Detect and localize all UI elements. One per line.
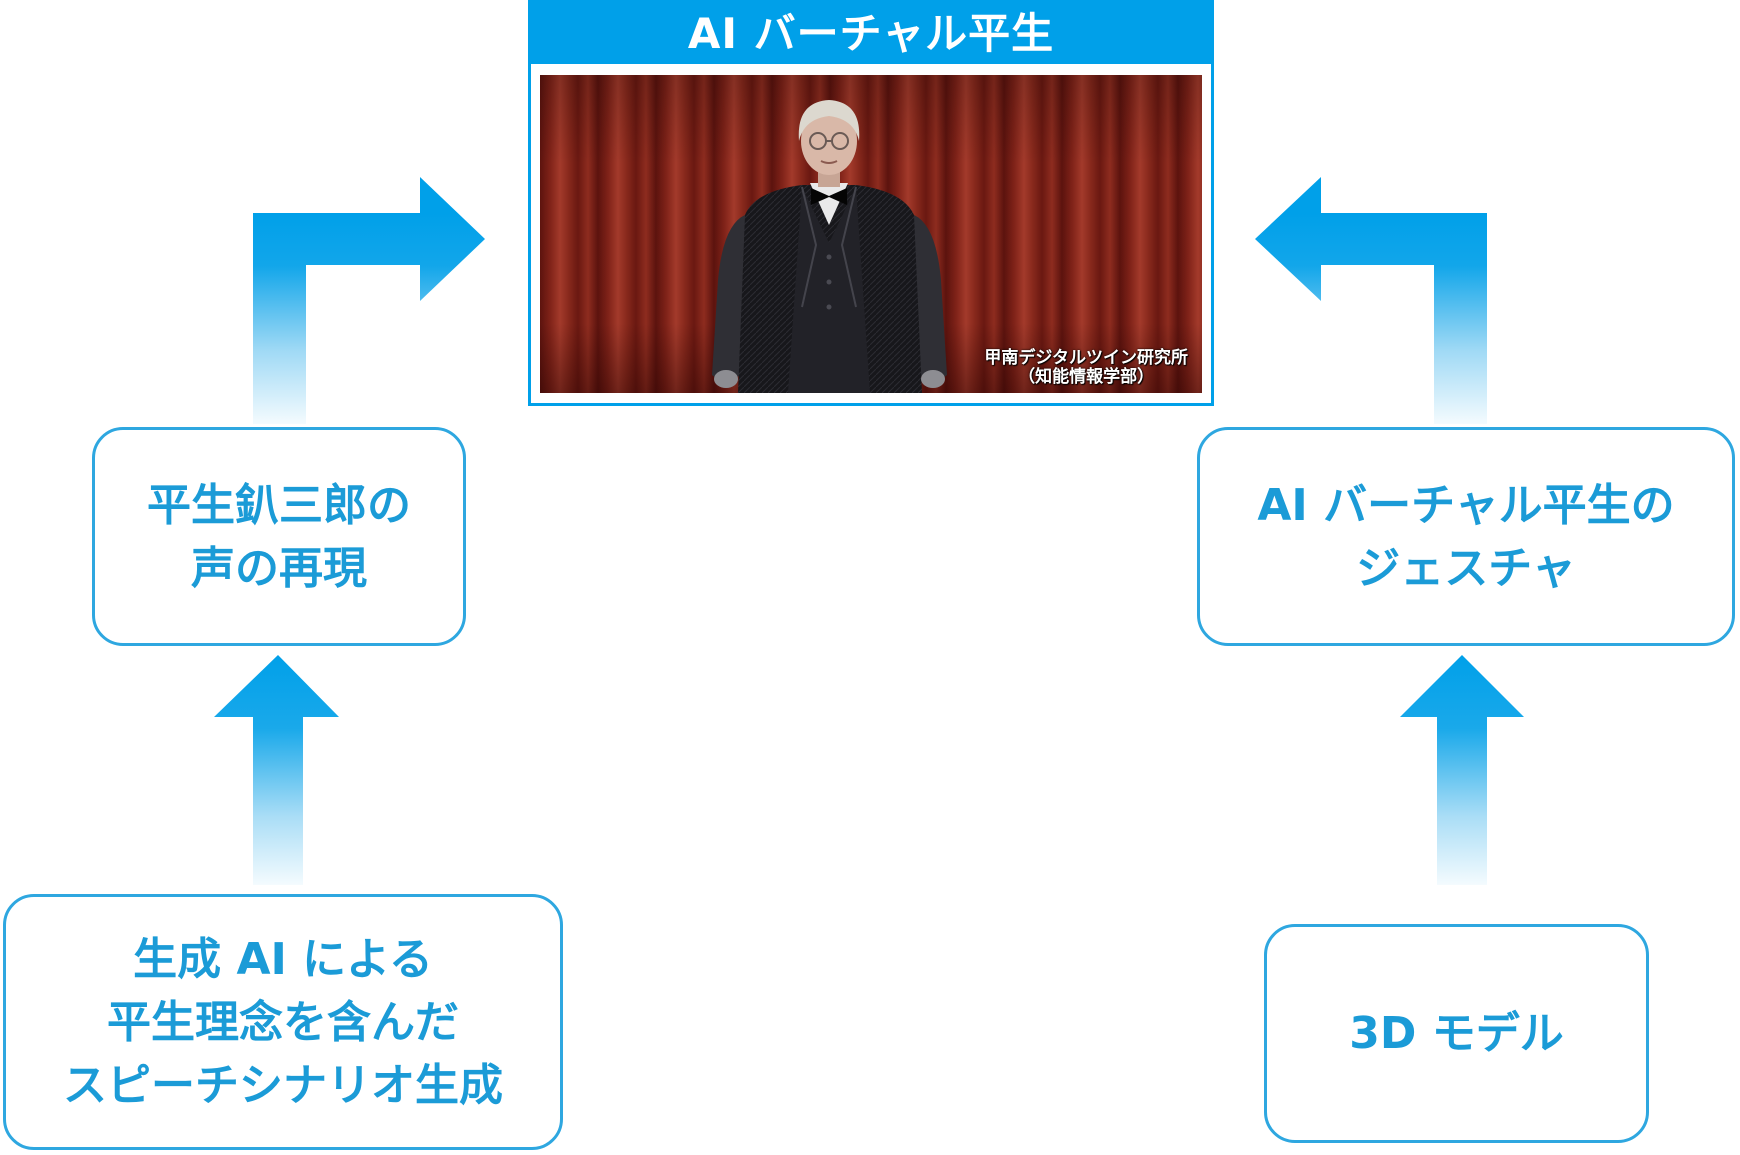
node-voice-reproduction: 平生釟三郎の 声の再現 <box>92 427 466 646</box>
speaker-hand-right <box>921 370 945 388</box>
speaker-figure <box>712 100 947 393</box>
node-3d-model: 3D モデル <box>1264 924 1649 1143</box>
speaker-hand-left <box>714 370 738 388</box>
node-voice-line1: 平生釟三郎の <box>147 479 411 531</box>
speaker-hair <box>798 100 860 141</box>
node-voice-line2: 声の再現 <box>191 542 367 594</box>
arrow-gesture-to-virtual-hirao <box>1255 177 1487 424</box>
node-gesture-line2: ジェスチャ <box>1356 542 1576 594</box>
virtual-hirao-panel: AI バーチャル平生 <box>528 0 1214 406</box>
speaker-bow-tie <box>811 188 847 205</box>
speaker-lapel-right <box>840 186 857 308</box>
node-scenario-line1: 生成 AI による <box>133 933 433 985</box>
video-credit-caption: 甲南デジタルツイン研究所 （知能情報学部） <box>984 349 1188 387</box>
node-gesture-line1: AI バーチャル平生の <box>1257 479 1675 531</box>
speaker-glasses <box>809 132 849 150</box>
node-speech-scenario-generation: 生成 AI による 平生理念を含んだ スピーチシナリオ生成 <box>3 894 563 1150</box>
arrow-model-to-gesture <box>1400 655 1524 885</box>
video-credit-line1: 甲南デジタルツイン研究所 <box>984 348 1188 368</box>
panel-title: AI バーチャル平生 <box>531 3 1211 64</box>
node-scenario-line3: スピーチシナリオ生成 <box>63 1059 503 1111</box>
virtual-hirao-video-frame: 甲南デジタルツイン研究所 （知能情報学部） <box>540 75 1202 393</box>
speaker-vest <box>788 187 870 393</box>
arrow-scenario-to-voice <box>214 655 339 885</box>
node-scenario-line2: 平生理念を含んだ <box>107 996 459 1048</box>
arrow-voice-to-virtual-hirao <box>253 177 485 424</box>
speaker-lapel-left <box>801 186 818 308</box>
vest-button <box>826 304 832 310</box>
vest-button <box>826 254 832 260</box>
speaker-mouth <box>820 160 838 164</box>
node-gesture: AI バーチャル平生の ジェスチャ <box>1197 427 1735 646</box>
node-model-line1: 3D モデル <box>1349 1008 1564 1059</box>
video-credit-line2: （知能情報学部） <box>1018 367 1155 387</box>
vest-button <box>826 279 832 285</box>
